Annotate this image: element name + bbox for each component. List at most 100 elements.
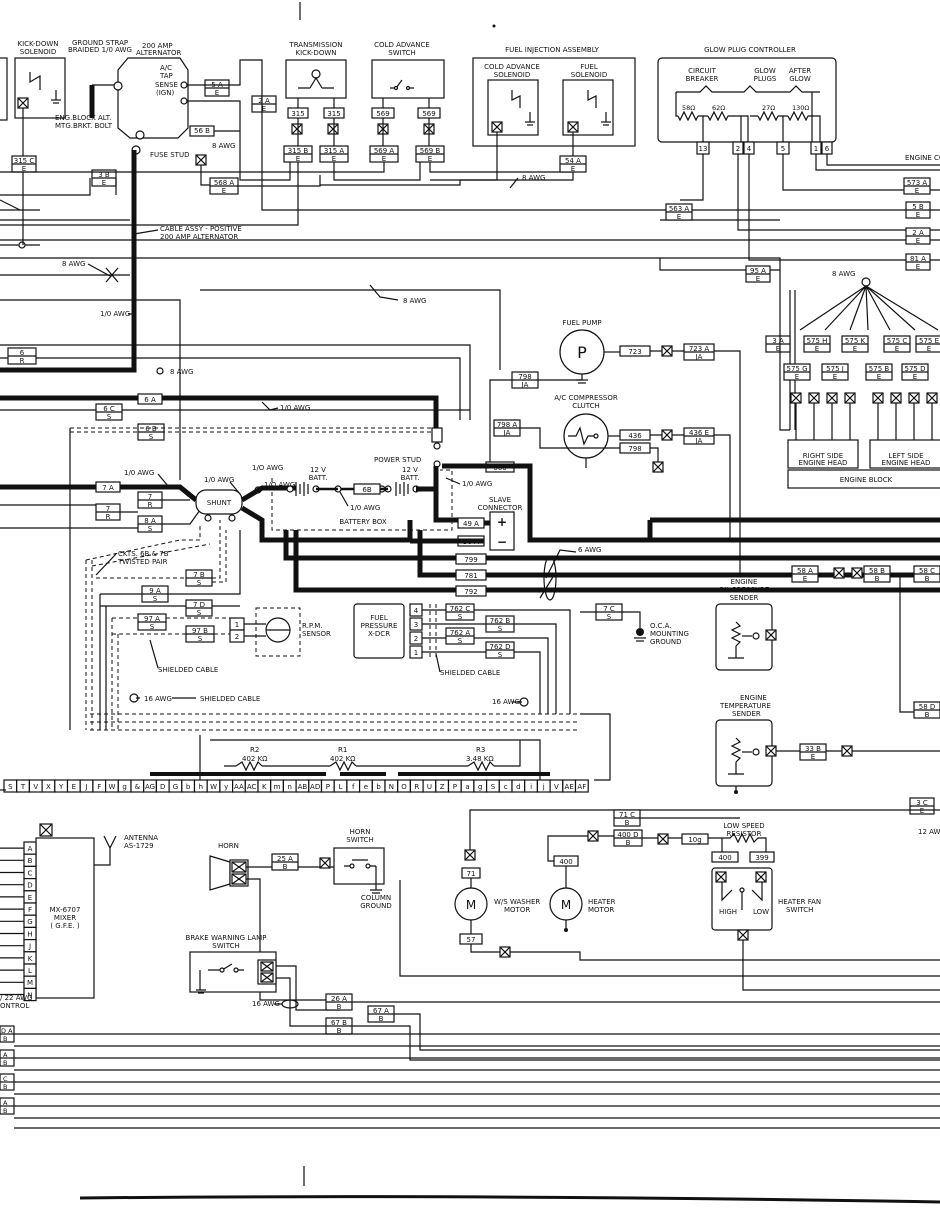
svg-text:PRESSURE: PRESSURE bbox=[361, 622, 398, 630]
svg-text:SHUNT: SHUNT bbox=[207, 499, 232, 507]
wire-568a: 568 AE bbox=[209, 177, 239, 195]
svg-text:97 B: 97 B bbox=[192, 627, 208, 635]
svg-text:1: 1 bbox=[414, 649, 418, 657]
svg-text:SHIELDED CABLE: SHIELDED CABLE bbox=[158, 666, 218, 674]
svg-text:(IGN): (IGN) bbox=[156, 89, 174, 97]
svg-text:R: R bbox=[106, 513, 111, 521]
svg-text:AFTER: AFTER bbox=[789, 67, 811, 75]
svg-text:A/C: A/C bbox=[160, 64, 172, 72]
svg-text:575 K: 575 K bbox=[845, 337, 866, 345]
horn: HORN 25 AB bbox=[209, 842, 344, 1001]
svg-text:3.48 KΩ: 3.48 KΩ bbox=[466, 755, 494, 763]
svg-text:399: 399 bbox=[755, 854, 768, 862]
svg-text:SHIELDED CABLE: SHIELDED CABLE bbox=[200, 695, 260, 703]
cable-6a bbox=[0, 395, 439, 430]
svg-text:12 AWG: 12 AWG bbox=[918, 828, 940, 836]
svg-text:5: 5 bbox=[781, 145, 785, 153]
svg-text:SWITCH: SWITCH bbox=[786, 906, 813, 914]
svg-text:2: 2 bbox=[235, 633, 239, 641]
fuel-pump: FUEL PUMP P 723 723 AJA bbox=[559, 319, 741, 530]
svg-text:E: E bbox=[102, 179, 106, 187]
svg-text:58 C: 58 C bbox=[919, 567, 935, 575]
connector-pin-label: G bbox=[173, 783, 178, 791]
heavy-wire-tags: 799 781 792 bbox=[455, 553, 487, 597]
svg-text:BRAIDED 1/0 AWG: BRAIDED 1/0 AWG bbox=[68, 46, 132, 54]
svg-text:HORN: HORN bbox=[218, 842, 239, 850]
mixer-pin-label: D bbox=[27, 882, 32, 890]
svg-text:3 C: 3 C bbox=[916, 799, 928, 807]
svg-text:SOLENOID: SOLENOID bbox=[494, 71, 530, 79]
connector-pin-label: j bbox=[542, 783, 545, 791]
svg-text:S: S bbox=[149, 433, 154, 441]
svg-text:/ 22 AWG: / 22 AWG bbox=[0, 994, 32, 1002]
svg-text:4: 4 bbox=[747, 145, 752, 153]
wire-7a: 7 A bbox=[95, 481, 121, 493]
svg-text:E: E bbox=[803, 575, 807, 583]
svg-text:BATTERY BOX: BATTERY BOX bbox=[339, 518, 387, 526]
svg-text:798 A: 798 A bbox=[497, 421, 518, 429]
svg-text:799: 799 bbox=[464, 556, 477, 564]
svg-text:LEFT SIDE: LEFT SIDE bbox=[888, 452, 923, 460]
svg-text:16 AWG: 16 AWG bbox=[144, 695, 172, 703]
svg-text:3 A: 3 A bbox=[772, 337, 784, 345]
svg-text:ALTERNATOR: ALTERNATOR bbox=[136, 49, 182, 57]
svg-text:S: S bbox=[458, 613, 463, 621]
svg-text:ENG.BLOCK ALT.: ENG.BLOCK ALT. bbox=[55, 114, 111, 122]
svg-text:R1: R1 bbox=[338, 746, 347, 754]
svg-text:TEMPERATURE: TEMPERATURE bbox=[719, 702, 771, 710]
svg-text:573 A: 573 A bbox=[907, 179, 928, 187]
svg-text:6 AWG: 6 AWG bbox=[578, 546, 601, 554]
svg-text:54 A: 54 A bbox=[565, 157, 581, 165]
connector-pin-label: O bbox=[401, 783, 407, 791]
svg-text:HEATER FAN: HEATER FAN bbox=[778, 898, 821, 906]
svg-text:R: R bbox=[20, 357, 25, 365]
svg-text:SOLENOID: SOLENOID bbox=[571, 71, 607, 79]
svg-text:CONNECTOR: CONNECTOR bbox=[478, 504, 523, 512]
svg-text:SWITCH: SWITCH bbox=[212, 942, 239, 950]
svg-text:569 B: 569 B bbox=[420, 147, 441, 155]
svg-text:AS-1729: AS-1729 bbox=[124, 842, 154, 850]
connector-pin-label: V bbox=[33, 783, 38, 791]
wire-6r: 6R bbox=[7, 347, 37, 365]
svg-text:1/O AWG: 1/O AWG bbox=[264, 481, 295, 489]
connector-pin-label: K bbox=[262, 783, 267, 791]
svg-text:6 B: 6 B bbox=[145, 425, 157, 433]
connector-pin-label: AF bbox=[577, 783, 586, 791]
svg-text:S: S bbox=[458, 637, 463, 645]
bus-bar-1 bbox=[150, 772, 326, 776]
svg-text:GLOW PLUG CONTROLLER: GLOW PLUG CONTROLLER bbox=[704, 46, 796, 54]
connector-pin-label: n bbox=[288, 783, 292, 791]
connector-pin-label: X bbox=[46, 783, 51, 791]
connector-pin-label: P bbox=[326, 783, 330, 791]
connector-pin-label: AB bbox=[298, 783, 308, 791]
svg-text:2: 2 bbox=[414, 635, 418, 643]
page-edge bbox=[79, 1195, 940, 1204]
svg-text:315: 315 bbox=[327, 110, 340, 118]
resistors: R2 402 KΩ R1 402 KΩ R3 3.48 KΩ bbox=[224, 740, 521, 772]
svg-text:762 B: 762 B bbox=[490, 617, 511, 625]
svg-text:GLOW: GLOW bbox=[789, 75, 811, 83]
svg-text:E: E bbox=[916, 211, 920, 219]
svg-text:FUSE STUD: FUSE STUD bbox=[150, 151, 189, 159]
svg-text:58 D: 58 D bbox=[919, 703, 936, 711]
svg-text:M: M bbox=[466, 898, 476, 912]
svg-text:27Ω: 27Ω bbox=[762, 104, 775, 112]
glow-plug-controller: GLOW PLUG CONTROLLER CIRCUIT BREAKER GLO… bbox=[657, 46, 837, 143]
svg-text:ENGINE: ENGINE bbox=[740, 694, 767, 702]
svg-text:9 A: 9 A bbox=[149, 587, 161, 595]
connector-pin-label: D bbox=[160, 783, 165, 791]
svg-text:LOW SPEED: LOW SPEED bbox=[723, 822, 764, 830]
svg-text:1/0 AWG: 1/0 AWG bbox=[204, 476, 234, 484]
svg-text:58Ω: 58Ω bbox=[682, 104, 695, 112]
svg-text:HEATER: HEATER bbox=[588, 898, 616, 906]
connector-pin-label: P bbox=[453, 783, 457, 791]
svg-text:SWITCH: SWITCH bbox=[346, 836, 373, 844]
connector-pin-label: R bbox=[414, 783, 419, 791]
kickdown-label-1: KICK-DOWN bbox=[18, 40, 59, 48]
engine-temperature-sender: 33 BE bbox=[715, 719, 853, 787]
svg-text:E: E bbox=[215, 89, 219, 97]
fuel-injection-assembly: FUEL INJECTION ASSEMBLY COLD ADVANCE SOL… bbox=[472, 46, 636, 147]
kickdown-solenoid: KICK-DOWN SOLENOID bbox=[14, 40, 66, 245]
svg-text:12 V: 12 V bbox=[310, 466, 326, 474]
svg-text:798: 798 bbox=[628, 445, 641, 453]
